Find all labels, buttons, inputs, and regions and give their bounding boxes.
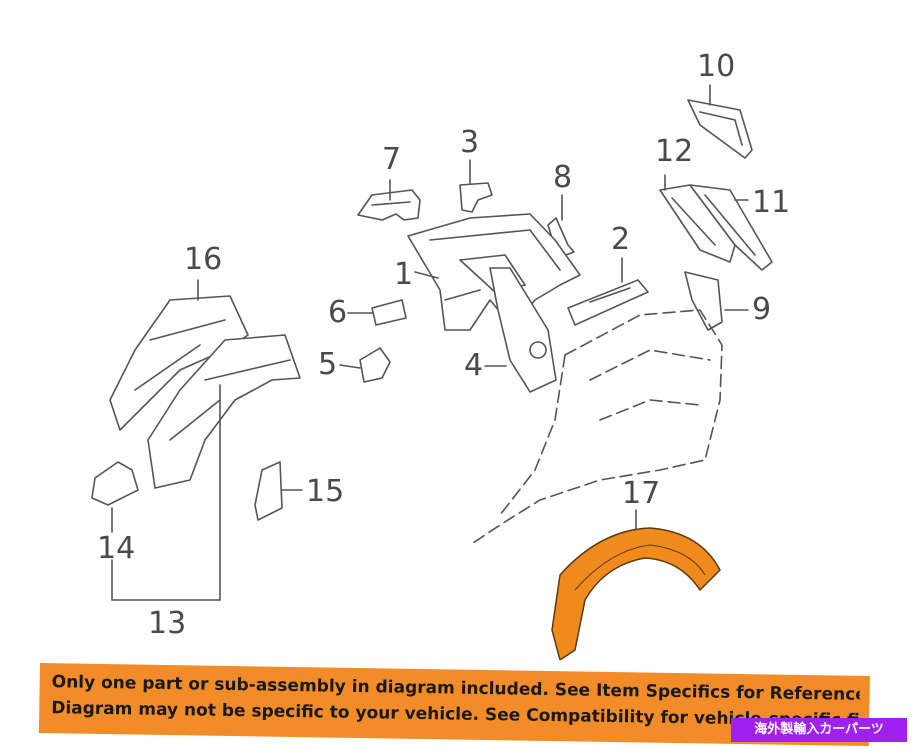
part-5-bracket [359, 347, 391, 383]
part-4-pillar [489, 267, 557, 393]
parts-diagram [91, 84, 773, 660]
callout-17: 17 [622, 476, 661, 511]
part-13-wheelhouse-outer [147, 334, 301, 489]
callout-2: 2 [611, 222, 631, 257]
callout-16: 16 [184, 242, 223, 277]
part-3-clip [459, 182, 493, 213]
part-11-rail [689, 184, 773, 271]
part-7-bracket [357, 189, 421, 221]
shop-badge: 海外製輸入カーパーツ [731, 718, 907, 742]
part-12-rail [659, 184, 736, 263]
callout-13: 13 [148, 606, 187, 641]
part-2-reinforcement [567, 279, 649, 326]
callout-14: 14 [97, 531, 136, 566]
callout-5: 5 [318, 347, 338, 382]
callout-8: 8 [553, 160, 573, 195]
part-15-plate [254, 461, 283, 521]
callout-11: 11 [752, 185, 791, 220]
callout-4: 4 [464, 348, 484, 383]
part-10-bracket [687, 99, 753, 159]
part-16-wheelhouse [109, 295, 249, 431]
callout-1: 1 [394, 257, 414, 292]
callout-3: 3 [460, 125, 480, 160]
part-17-liner-highlighted [551, 527, 721, 660]
quarter-panel-outline [469, 309, 723, 546]
callout-6: 6 [328, 295, 348, 330]
callout-15: 15 [306, 474, 345, 509]
part-9-bracket [684, 271, 723, 331]
part-14-bracket [91, 461, 139, 506]
callout-9: 9 [752, 292, 772, 327]
part-6-clip [371, 299, 407, 326]
callout-7: 7 [382, 142, 402, 177]
callout-10: 10 [697, 49, 736, 84]
callout-12: 12 [655, 134, 694, 169]
